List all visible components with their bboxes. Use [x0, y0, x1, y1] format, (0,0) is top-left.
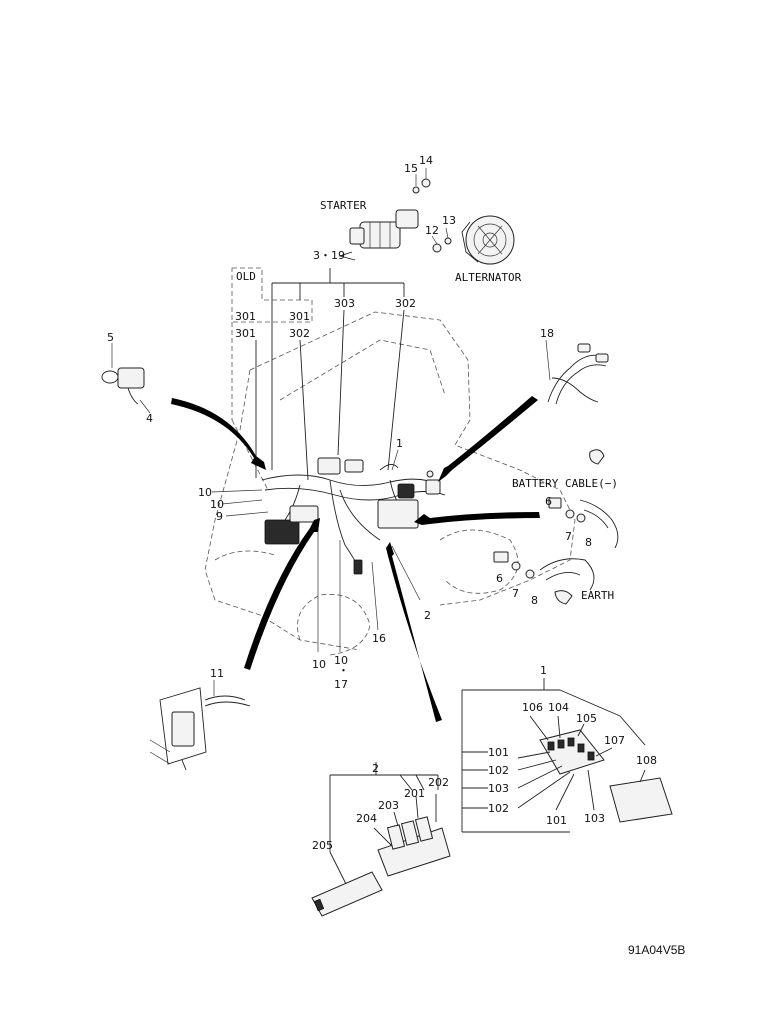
fuse-box-1-detail — [461, 678, 673, 833]
machine-outline — [204, 311, 576, 656]
callout-10-b: 10 — [210, 498, 224, 511]
wiring-harness — [261, 457, 446, 575]
arrow-from-battery — [414, 512, 540, 525]
callout-202: 202 — [428, 776, 449, 789]
arrow-from-part-18 — [438, 396, 538, 482]
earth-cable — [493, 551, 595, 605]
callout-14: 14 — [419, 154, 433, 167]
caption-starter: STARTER — [320, 199, 367, 212]
fuse-box-2-detail — [311, 762, 451, 917]
callout-104: 104 — [548, 701, 569, 714]
callout-6-b: 6 — [496, 572, 503, 585]
battery-cable — [548, 449, 619, 549]
callout-3-19: 3・19 — [313, 249, 345, 262]
callout-103-b: 103 — [584, 812, 605, 825]
callout-5: 5 — [107, 331, 114, 344]
callout-2-main: 2 — [424, 609, 431, 622]
callout-101-b: 101 — [546, 814, 567, 827]
callout-201: 201 — [404, 787, 425, 800]
callout-18: 18 — [540, 327, 554, 340]
pointer-arrows — [171, 396, 540, 722]
part-18-cable — [545, 339, 609, 405]
callout-8-b: 8 — [531, 594, 538, 607]
callout-9: 9 — [216, 510, 223, 523]
callout-204: 204 — [356, 812, 377, 825]
callout-301-c: 301 — [235, 327, 256, 340]
callout-10-c: 10 — [312, 658, 326, 671]
callout-13: 13 — [442, 214, 456, 227]
part-5-component — [101, 343, 151, 414]
callout-labels: 15 14 13 12 3・19 303 302 301 301 301 302… — [107, 154, 657, 852]
callout-10-d: 10 — [334, 654, 348, 667]
caption-battery-cable: BATTERY CABLE(−) — [512, 477, 618, 490]
callout-1-main: 1 — [396, 437, 403, 450]
callout-107: 107 — [604, 734, 625, 747]
alternator — [431, 215, 515, 265]
callout-16: 16 — [372, 632, 386, 645]
callout-1-detail: 1 — [540, 664, 547, 677]
caption-alternator: ALTERNATOR — [455, 271, 522, 284]
callout-102-b: 102 — [488, 802, 509, 815]
callout-15: 15 — [404, 162, 418, 175]
caption-earth: EARTH — [581, 589, 614, 602]
part-11-bracket — [149, 680, 251, 771]
callout-203: 203 — [378, 799, 399, 812]
leader-lines — [211, 449, 421, 652]
callout-301-b: 301 — [289, 310, 310, 323]
callout-205: 205 — [312, 839, 333, 852]
callout-106: 106 — [522, 701, 543, 714]
callout-dot: ・ — [338, 664, 349, 677]
callout-103-a: 103 — [488, 782, 509, 795]
caption-old: OLD — [236, 270, 256, 283]
callout-101-a: 101 — [488, 746, 509, 759]
arrow-from-fuse-box — [386, 542, 442, 722]
callout-105: 105 — [576, 712, 597, 725]
callout-10-a: 10 — [198, 486, 212, 499]
callout-301-a: 301 — [235, 310, 256, 323]
callout-4: 4 — [146, 412, 153, 425]
callout-302-b: 302 — [289, 327, 310, 340]
starter-motor — [338, 209, 419, 261]
callout-2-detail: 2 — [372, 762, 379, 775]
figure-code: 91A04V5B — [628, 943, 685, 957]
callout-102-a: 102 — [488, 764, 509, 777]
arrow-from-part-5 — [171, 398, 266, 470]
callout-bracket-3-19 — [231, 267, 405, 491]
callout-12: 12 — [425, 224, 439, 237]
arrow-from-part-11 — [244, 518, 320, 670]
starter-nuts — [412, 168, 431, 194]
callout-303: 303 — [334, 297, 355, 310]
callout-11: 11 — [210, 667, 224, 680]
callout-17: 17 — [334, 678, 348, 691]
callout-302-top: 302 — [395, 297, 416, 310]
callout-7-a: 7 — [565, 530, 572, 543]
callout-6-a: 6 — [545, 495, 552, 508]
callout-8-a: 8 — [585, 536, 592, 549]
callout-7-b: 7 — [512, 587, 519, 600]
callout-108: 108 — [636, 754, 657, 767]
